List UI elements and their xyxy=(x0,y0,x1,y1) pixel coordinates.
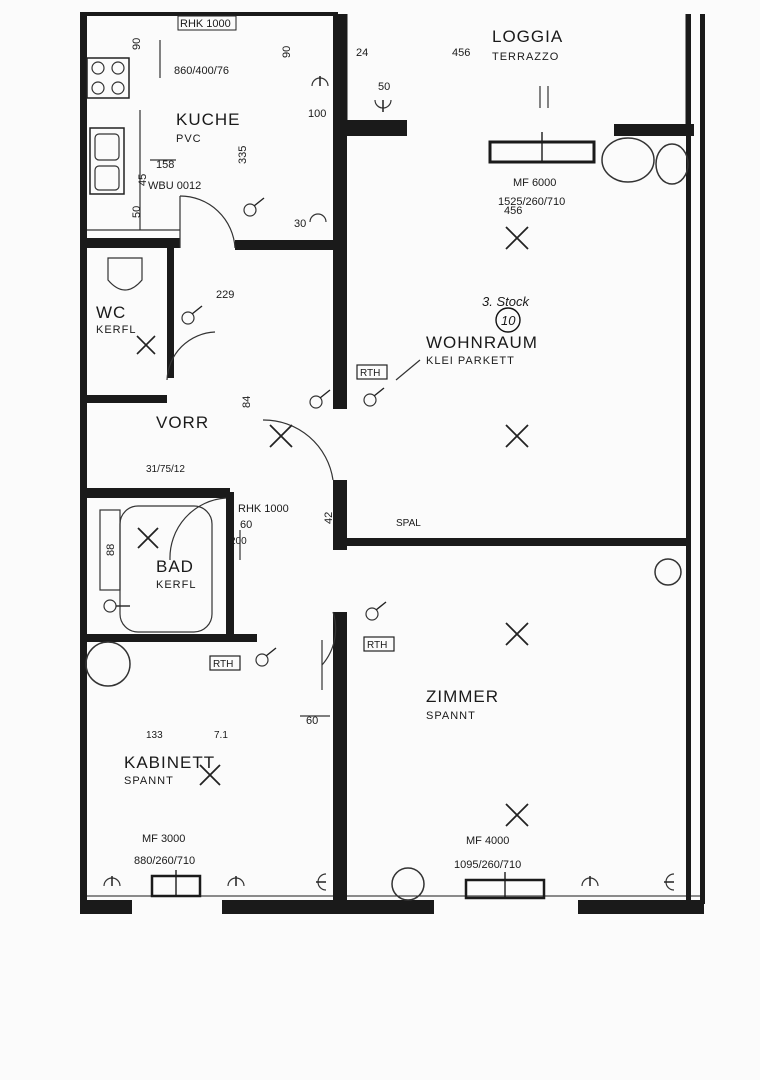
window-dims-wohnraum: 1525/260/710 xyxy=(498,196,565,208)
socket-icon xyxy=(311,76,329,87)
rth-label-kabinett: RTH xyxy=(213,659,233,670)
radiator-dims-bad: 60 xyxy=(240,519,252,531)
switch-icon xyxy=(309,389,331,409)
room-floor-kueche: PVC xyxy=(176,133,202,145)
dim-229: 229 xyxy=(216,289,234,301)
dim-30: 30 xyxy=(294,218,306,230)
handwritten-unit: 10 xyxy=(501,313,516,328)
socket-icon xyxy=(581,876,599,887)
dim-45: 45 xyxy=(137,174,149,186)
switch-icon xyxy=(181,305,203,325)
dim-90-left: 90 xyxy=(131,38,143,50)
kitchen-fixtures xyxy=(86,57,180,231)
wbu-label: WBU 0012 xyxy=(148,180,201,192)
walls xyxy=(80,12,705,914)
room-name-loggia: LOGGIA xyxy=(492,27,563,46)
room-name-kabinett: KABINETT xyxy=(124,753,215,772)
window-symbols xyxy=(150,132,596,900)
room-name-zimmer: ZIMMER xyxy=(426,687,499,706)
room-floor-bad: KERFL xyxy=(156,579,196,591)
dim-88: 88 xyxy=(105,544,117,556)
socket-icon xyxy=(103,876,121,887)
door-swings xyxy=(166,195,337,690)
bathroom-fixtures xyxy=(99,257,213,633)
socket-icon xyxy=(374,99,392,112)
room-name-vorr: VORR xyxy=(156,413,209,432)
radiator-label-kueche: RHK 1000 xyxy=(180,18,231,30)
ceiling-light-icon xyxy=(505,622,529,646)
switch-icon xyxy=(363,387,385,407)
room-floor-kabinett: SPANNT xyxy=(124,775,174,787)
rth-box-zimmer xyxy=(363,636,395,652)
dim-456-wohnraum: 456 xyxy=(504,205,522,217)
radiator-label-bad: RHK 1000 xyxy=(238,503,289,515)
socket-icon xyxy=(664,873,675,891)
dim-456-top: 456 xyxy=(452,47,470,59)
window-label-wohnraum: MF 6000 xyxy=(513,177,556,189)
switch-icon xyxy=(103,599,130,613)
dim-158: 158 xyxy=(156,159,174,171)
spal-label: SPAL xyxy=(396,518,421,529)
dim-50-top: 50 xyxy=(378,81,390,93)
room-name-wc: WC xyxy=(96,303,126,322)
rth-label-wohnraum: RTH xyxy=(360,368,380,379)
ceiling-light-marks xyxy=(136,226,529,827)
room-floor-wohnraum: KLEI PARKETT xyxy=(426,355,515,367)
dim-71: 7.1 xyxy=(214,730,228,741)
socket-icon xyxy=(316,873,327,891)
rhk-box-kueche xyxy=(177,15,237,31)
switch-icon xyxy=(365,601,387,621)
dim-50-kitchen: 50 xyxy=(131,206,143,218)
dim-42: 42 xyxy=(323,512,335,524)
dim-100: 100 xyxy=(308,108,326,120)
dimension-leaders xyxy=(150,40,549,717)
dim-200: 200 xyxy=(230,536,247,547)
window-dims-kabinett: 880/260/710 xyxy=(134,855,195,867)
window-label-zimmer: MF 4000 xyxy=(466,835,509,847)
window-dims-zimmer: 1095/260/710 xyxy=(454,859,521,871)
rth-box-wohnraum xyxy=(356,364,388,380)
dim-133: 133 xyxy=(146,730,163,741)
ceiling-light-icon xyxy=(505,226,529,250)
room-floor-wc: KERFL xyxy=(96,324,136,336)
dim-84: 84 xyxy=(241,396,253,408)
electrical-symbols xyxy=(103,76,675,891)
dim-335: 335 xyxy=(237,146,249,164)
room-name-kueche: KUCHE xyxy=(176,110,241,129)
window-label-kabinett: MF 3000 xyxy=(142,833,185,845)
radiator-dims-vorr: 31/75/12 xyxy=(146,464,185,475)
room-name-bad: BAD xyxy=(156,557,194,576)
circled-annotations xyxy=(85,137,689,901)
ceiling-light-icon xyxy=(137,527,159,549)
radiator-dims-kueche: 860/400/76 xyxy=(174,65,229,77)
rth-label-zimmer: RTH xyxy=(367,640,387,651)
handwritten-floor: 3. Stock xyxy=(482,294,530,309)
socket-icon xyxy=(227,876,245,887)
dim-24: 24 xyxy=(356,47,368,59)
ceiling-light-icon xyxy=(505,803,529,827)
unit-number-circle xyxy=(495,307,521,333)
ceiling-light-icon xyxy=(269,424,293,448)
rth-box-kabinett xyxy=(209,655,241,671)
room-floor-zimmer: SPANNT xyxy=(426,710,476,722)
ceiling-light-icon xyxy=(199,764,221,786)
dim-60: 60 xyxy=(306,715,318,727)
dim-90-right: 90 xyxy=(281,46,293,58)
socket-icon xyxy=(309,213,327,223)
switch-icon xyxy=(243,197,265,217)
switch-icon xyxy=(255,647,277,667)
room-name-wohnraum: WOHNRAUM xyxy=(426,333,538,352)
ceiling-light-icon xyxy=(505,424,529,448)
room-floor-loggia: TERRAZZO xyxy=(492,51,559,63)
ceiling-light-icon xyxy=(136,335,156,355)
